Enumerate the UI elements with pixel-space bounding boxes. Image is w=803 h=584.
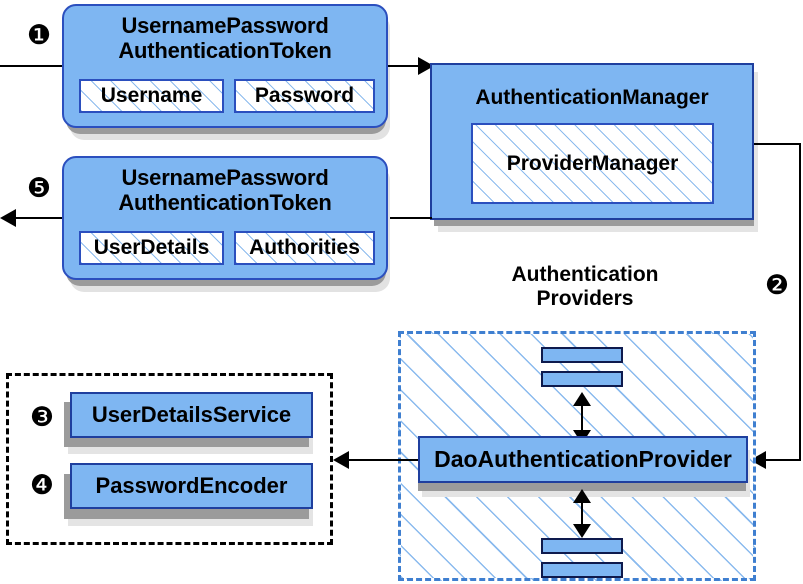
response-token-field-authorities[interactable]: Authorities (234, 231, 375, 265)
manager-to-provider-line-bottom (766, 459, 801, 461)
response-token-title-line2: AuthenticationToken (118, 190, 332, 215)
dao-authentication-provider-box[interactable]: DaoAuthenticationProvider (418, 436, 748, 483)
passwordencoder-box[interactable]: PasswordEncoder (70, 463, 313, 509)
provider-to-dependencies-arrowhead (333, 451, 349, 469)
response-token-field-userdetails-label: UserDetails (93, 236, 210, 259)
provider-placeholder-1[interactable] (541, 347, 623, 363)
provider-placeholder-3[interactable] (541, 538, 623, 554)
request-token-title: UsernamePassword AuthenticationToken (64, 6, 386, 63)
userdetailsservice-box[interactable]: UserDetailsService (70, 392, 313, 438)
provider-placeholder-2[interactable] (541, 371, 623, 387)
provider-placeholder-4[interactable] (541, 562, 623, 578)
providers-region-title-line1: Authentication (511, 263, 659, 286)
request-token-title-line2: AuthenticationToken (118, 38, 332, 63)
marker-4: ❹ (29, 470, 55, 501)
manager-to-provider-line-top (754, 143, 801, 145)
providers-region-title-line2: Providers (536, 287, 634, 310)
request-token-field-password-label: Password (254, 84, 355, 107)
request-token-field-username[interactable]: Username (79, 79, 224, 113)
response-outbound-arrowhead (0, 209, 16, 227)
marker-2: ❷ (764, 270, 790, 301)
dao-authentication-provider-label: DaoAuthenticationProvider (434, 446, 732, 472)
response-token-field-userdetails[interactable]: UserDetails (79, 231, 224, 265)
request-token-title-line1: UsernamePassword (121, 13, 329, 38)
marker-1: ❶ (26, 20, 52, 51)
providers-region-title: Authentication Providers (470, 263, 700, 311)
userdetailsservice-label: UserDetailsService (91, 402, 292, 427)
passwordencoder-label: PasswordEncoder (95, 473, 288, 498)
provider-manager-label: ProviderManager (506, 151, 679, 175)
response-token-title: UsernamePassword AuthenticationToken (64, 158, 386, 215)
request-token-field-password[interactable]: Password (234, 79, 375, 113)
request-token-field-username-label: Username (100, 84, 203, 107)
manager-to-response-line (388, 217, 432, 219)
marker-5: ❺ (26, 173, 52, 204)
provider-link-top-line (581, 398, 583, 436)
response-token-title-line1: UsernamePassword (121, 165, 329, 190)
provider-to-dependencies-line (349, 459, 418, 461)
manager-to-provider-line-vertical (799, 143, 801, 460)
provider-link-bottom-line (581, 495, 583, 530)
request-to-manager-line (388, 65, 420, 67)
authentication-manager-label: AuthenticationManager (475, 86, 709, 109)
provider-link-bottom-arrow-down (573, 524, 591, 538)
provider-manager-box[interactable]: ProviderManager (471, 123, 714, 204)
response-token-field-authorities-label: Authorities (249, 236, 360, 259)
dependencies-region-box (6, 373, 333, 545)
marker-3: ❸ (29, 402, 55, 433)
request-inbound-line (0, 65, 72, 67)
response-outbound-line (16, 217, 72, 219)
